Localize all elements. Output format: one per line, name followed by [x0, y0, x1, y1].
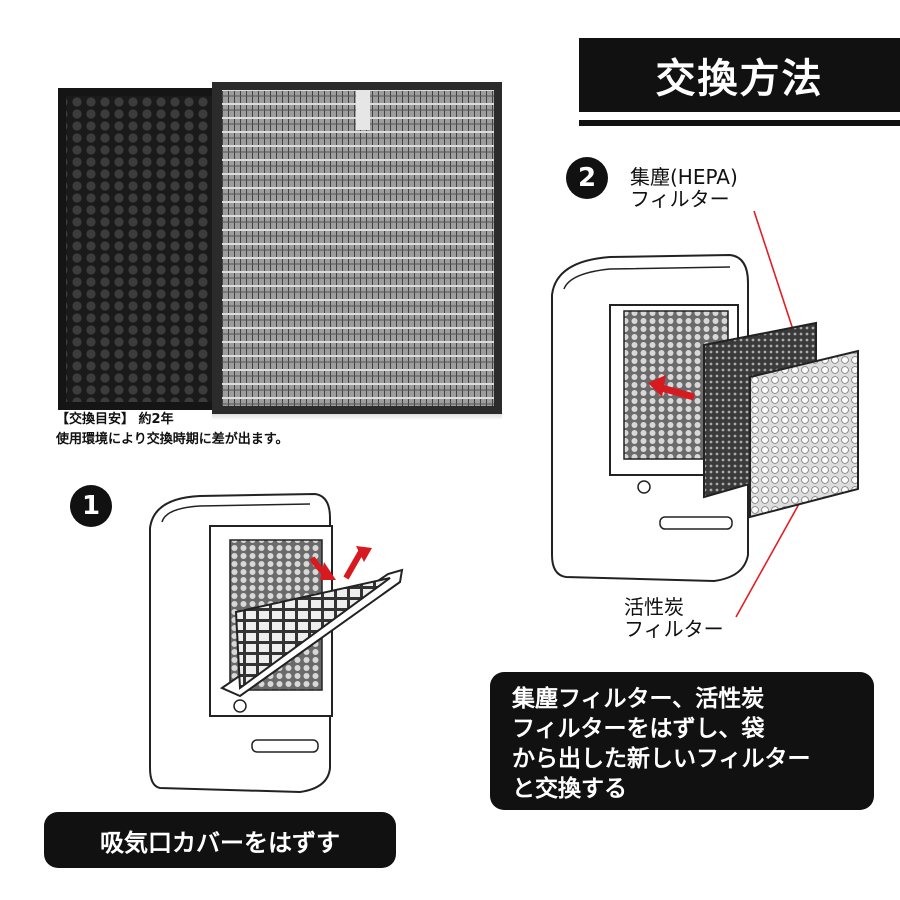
air-purifier-illustration-step1: [149, 492, 404, 794]
title-underline: [579, 120, 900, 126]
hepa-label-line2: フィルター: [630, 187, 730, 211]
page-title: 交換方法: [655, 56, 824, 102]
step2-caption: 集塵フィルター、活性炭 フィルターをはずし、袋 から出した新しいフィルター と交…: [490, 672, 874, 810]
carbon-label-line2: フィルター: [624, 617, 724, 641]
step2-badge: 2: [566, 157, 608, 199]
environment-note: 使用環境により交換時期に差が出ます。: [56, 432, 289, 447]
interval-line: 【交換目安】 約2年: [56, 412, 174, 427]
step2-caption-line: フィルターをはずし、袋: [512, 716, 765, 742]
carbon-filter-label: 活性炭 フィルター: [624, 596, 724, 640]
step1-badge: 1: [70, 485, 112, 527]
hepa-filter-label: 集塵(HEPA) フィルター: [630, 166, 738, 210]
step2-caption-line: から出した新しいフィルター: [512, 746, 811, 772]
filter-photo: [58, 82, 502, 420]
step2-caption-line: と交換する: [512, 776, 627, 802]
hepa-label-line1: 集塵(HEPA): [630, 165, 738, 189]
air-purifier-illustration-step2: [551, 210, 859, 618]
carbon-label-line1: 活性炭: [624, 595, 684, 619]
replacement-interval-note: 【交換目安】 約2年 使用環境により交換時期に差が出ます。: [56, 410, 288, 450]
step1-caption: 吸気口カバーをはずす: [44, 812, 396, 868]
title-bar: [579, 38, 900, 112]
step2-caption-line: 集塵フィルター、活性炭: [512, 686, 765, 712]
